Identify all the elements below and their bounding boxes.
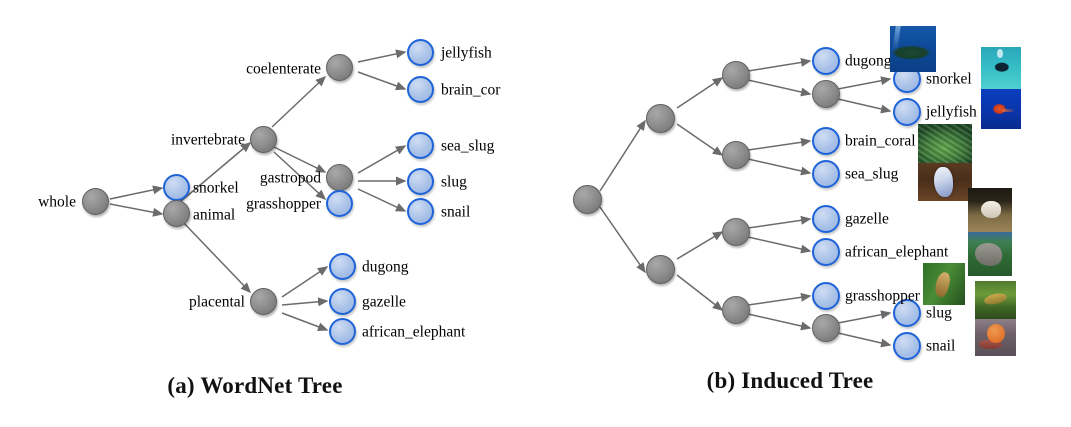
caption-panel-a: (a) WordNet Tree	[167, 373, 343, 398]
thumbnail-sea-slug	[918, 163, 972, 201]
wordnet-leaf-jellyfish[interactable]	[407, 39, 434, 66]
induced-node-level2-a[interactable]	[722, 61, 750, 89]
wordnet-label-snorkel: snorkel	[193, 179, 239, 197]
induced-leaf-jellyfish[interactable]	[893, 98, 921, 126]
thumbnail-snorkel	[981, 47, 1021, 89]
induced-node-level2-d[interactable]	[722, 296, 750, 324]
wordnet-node-placental[interactable]	[250, 288, 277, 315]
induced-leaf-snail[interactable]	[893, 332, 921, 360]
wordnet-label-dugong: dugong	[362, 258, 409, 276]
induced-label-brain-coral: brain_coral	[845, 132, 916, 150]
wordnet-label-jellyfish: jellyfish	[441, 44, 492, 62]
wordnet-label-invertebrate: invertebrate	[170, 131, 245, 149]
wordnet-label-grasshopper: grasshopper	[246, 195, 321, 213]
induced-node-level3-a[interactable]	[812, 80, 840, 108]
wordnet-label-african-elephant: african_elephant	[362, 323, 466, 341]
thumbnail-gazelle	[968, 188, 1012, 232]
wordnet-label-sea-slug: sea_slug	[441, 137, 495, 155]
induced-leaf-brain-coral[interactable]	[812, 127, 840, 155]
wordnet-leaf-sea-slug[interactable]	[407, 132, 434, 159]
thumbnail-slug	[975, 281, 1016, 319]
wordnet-label-gastropod: gastropod	[259, 169, 321, 187]
induced-label-grasshopper: grasshopper	[845, 287, 920, 305]
induced-leaf-african-elephant[interactable]	[812, 238, 840, 266]
induced-label-slug: slug	[926, 304, 952, 322]
thumbnail-snail	[975, 319, 1016, 356]
wordnet-label-coelenterate: coelenterate	[246, 60, 321, 78]
caption-panel-b: (b) Induced Tree	[706, 368, 874, 393]
wordnet-label-gazelle: gazelle	[362, 293, 406, 311]
wordnet-node-animal[interactable]	[163, 200, 190, 227]
induced-node-level1-b[interactable]	[646, 255, 675, 284]
induced-node-level1-a[interactable]	[646, 104, 675, 133]
thumbnail-brain-coral	[918, 124, 972, 163]
induced-node-level2-c[interactable]	[722, 218, 750, 246]
wordnet-node-whole[interactable]	[82, 188, 109, 215]
induced-leaf-gazelle[interactable]	[812, 205, 840, 233]
wordnet-leaf-gazelle[interactable]	[329, 288, 356, 315]
thumbnail-african-elephant	[968, 232, 1012, 276]
thumbnail-grasshopper	[923, 263, 965, 305]
induced-leaf-slug[interactable]	[893, 299, 921, 327]
induced-label-jellyfish: jellyfish	[926, 103, 977, 121]
induced-label-african-elephant: african_elephant	[845, 243, 949, 261]
wordnet-node-coelenterate[interactable]	[326, 54, 353, 81]
induced-label-dugong: dugong	[845, 52, 892, 70]
induced-leaf-dugong[interactable]	[812, 47, 840, 75]
induced-node-root[interactable]	[573, 185, 602, 214]
wordnet-leaf-dugong[interactable]	[329, 253, 356, 280]
wordnet-node-grasshopper[interactable]	[326, 190, 353, 217]
wordnet-node-invertebrate[interactable]	[250, 126, 277, 153]
wordnet-leaf-snail[interactable]	[407, 198, 434, 225]
wordnet-label-slug: slug	[441, 173, 467, 191]
wordnet-label-placental: placental	[189, 293, 245, 311]
wordnet-leaf-african-elephant[interactable]	[329, 318, 356, 345]
wordnet-node-gastropod[interactable]	[326, 164, 353, 191]
wordnet-label-snail: snail	[441, 203, 471, 221]
induced-label-snorkel: snorkel	[926, 70, 972, 88]
wordnet-leaf-brain-cor[interactable]	[407, 76, 434, 103]
induced-label-snail: snail	[926, 337, 956, 355]
thumbnail-jellyfish	[981, 89, 1021, 129]
induced-node-level3-b[interactable]	[812, 314, 840, 342]
wordnet-label-animal: animal	[193, 206, 236, 224]
thumbnail-dugong	[890, 26, 936, 72]
induced-label-sea-slug: sea_slug	[845, 165, 899, 183]
wordnet-label-whole: whole	[38, 193, 76, 211]
wordnet-leaf-slug[interactable]	[407, 168, 434, 195]
induced-label-gazelle: gazelle	[845, 210, 889, 228]
induced-leaf-sea-slug[interactable]	[812, 160, 840, 188]
wordnet-label-brain-cor: brain_cor	[441, 81, 501, 99]
induced-leaf-grasshopper[interactable]	[812, 282, 840, 310]
induced-node-level2-b[interactable]	[722, 141, 750, 169]
wordnet-node-snorkel[interactable]	[163, 174, 190, 201]
